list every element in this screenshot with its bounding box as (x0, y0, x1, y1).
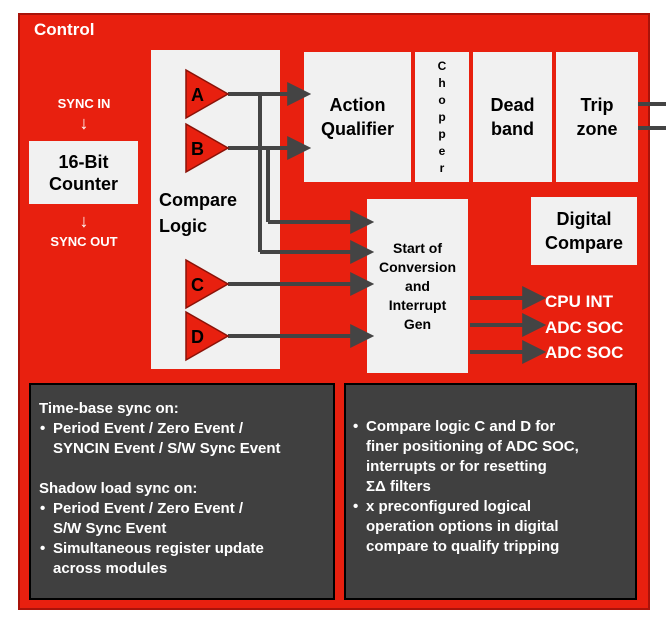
soc-line-1: Start of (392, 239, 442, 256)
notes-line: S/W Sync Event (53, 520, 167, 537)
comparator-c-icon (185, 258, 230, 310)
notes-line: SYNCIN Event / S/W Sync Event (53, 440, 281, 457)
trip-zone-line-1: Trip (580, 95, 614, 115)
notes-line: across modules (53, 560, 168, 577)
trip-zone-block: Trip zone (556, 52, 638, 182)
sync-in-label: SYNC IN (57, 96, 111, 111)
notes-line: finer positioning of ADC SOC, (366, 438, 579, 455)
sync-in-arrow-icon: ↓ (79, 113, 89, 133)
action-qualifier-line-1: Action (329, 95, 386, 115)
chopper-letter: C (437, 58, 447, 73)
bullet-icon: • (40, 420, 46, 437)
notes-heading-time-base: Time-base sync on: (39, 400, 179, 417)
counter-line-2: Counter (49, 173, 118, 194)
dead-band-block: Dead band (473, 52, 552, 182)
digital-compare-line-2: Compare (544, 233, 624, 253)
soc-line-2: Conversion (378, 258, 456, 275)
bullet-icon: • (40, 500, 46, 517)
chopper-letter: p (438, 109, 446, 124)
notes-bullet: • x preconfigured logical operation opti… (352, 497, 629, 557)
output-adc-soc-1: ADC SOC (545, 318, 624, 337)
compare-logic-line-1: Compare (159, 190, 238, 210)
counter-block: 16-Bit Counter (29, 141, 138, 204)
notes-line: Simultaneous register update (53, 540, 264, 557)
counter-line-1: 16-Bit (58, 151, 109, 172)
bullet-icon: • (353, 418, 359, 435)
notes-left-panel: Time-base sync on: • Period Event / Zero… (29, 383, 335, 600)
comparator-b-label: B (191, 139, 204, 159)
bullet-icon: • (353, 498, 359, 515)
output-cpu-int: CPU INT (545, 292, 613, 311)
digital-compare-block: Digital Compare (531, 197, 637, 265)
notes-line: interrupts or for resetting (366, 458, 547, 475)
chopper-block: C h o p p e r (415, 52, 469, 182)
notes-line: Period Event / Zero Event / (53, 420, 244, 437)
soc-line-4: Interrupt (388, 296, 447, 313)
action-qualifier-block: Action Qualifier (304, 52, 411, 182)
compare-logic-line-2: Logic (159, 216, 207, 236)
chopper-letter: o (438, 92, 446, 107)
notes-bullet: • Period Event / Zero Event / S/W Sync E… (39, 499, 325, 539)
comparator-a-icon (185, 68, 230, 120)
notes-line: Compare logic C and D for (366, 418, 556, 435)
bullet-icon: • (40, 540, 46, 557)
comparator-d-label: D (191, 327, 204, 347)
notes-line: operation options in digital (366, 518, 559, 535)
action-qualifier-line-2: Qualifier (320, 119, 395, 139)
dead-band-line-2: band (490, 119, 534, 139)
notes-bullet: • Compare logic C and D for finer positi… (352, 417, 629, 497)
soc-line-5: Gen (403, 315, 432, 332)
chopper-letter: e (438, 143, 446, 158)
comparator-d-icon (185, 310, 230, 362)
notes-line: x preconfigured logical (366, 498, 532, 515)
comparator-a-label: A (191, 85, 204, 105)
compare-logic-label: Compare Logic (159, 187, 259, 239)
soc-interrupt-gen-block: Start of Conversion and Interrupt Gen (367, 199, 468, 373)
notes-right-panel: • Compare logic C and D for finer positi… (344, 383, 637, 600)
chopper-letter: p (438, 126, 446, 141)
chopper-letter: h (438, 75, 446, 90)
soc-line-3: and (405, 277, 430, 294)
notes-bullet: • Period Event / Zero Event / SYNCIN Eve… (39, 419, 325, 459)
comparator-b-icon (185, 122, 230, 174)
chopper-letter: r (439, 160, 445, 175)
notes-line: compare to qualify tripping (366, 538, 560, 555)
trip-zone-line-2: zone (576, 119, 618, 139)
section-title: Control (34, 20, 95, 39)
comparator-c-label: C (191, 275, 204, 295)
output-adc-soc-2: ADC SOC (545, 343, 624, 362)
notes-line: Period Event / Zero Event / (53, 500, 244, 517)
digital-compare-line-1: Digital (556, 209, 612, 229)
notes-line: ΣΔ filters (366, 478, 431, 495)
dead-band-line-1: Dead (490, 95, 535, 115)
sync-out-arrow-icon: ↓ (79, 211, 89, 231)
notes-bullet: • Simultaneous register update across mo… (39, 539, 325, 579)
notes-heading-shadow-load: Shadow load sync on: (39, 480, 198, 497)
sync-out-label: SYNC OUT (50, 234, 118, 249)
